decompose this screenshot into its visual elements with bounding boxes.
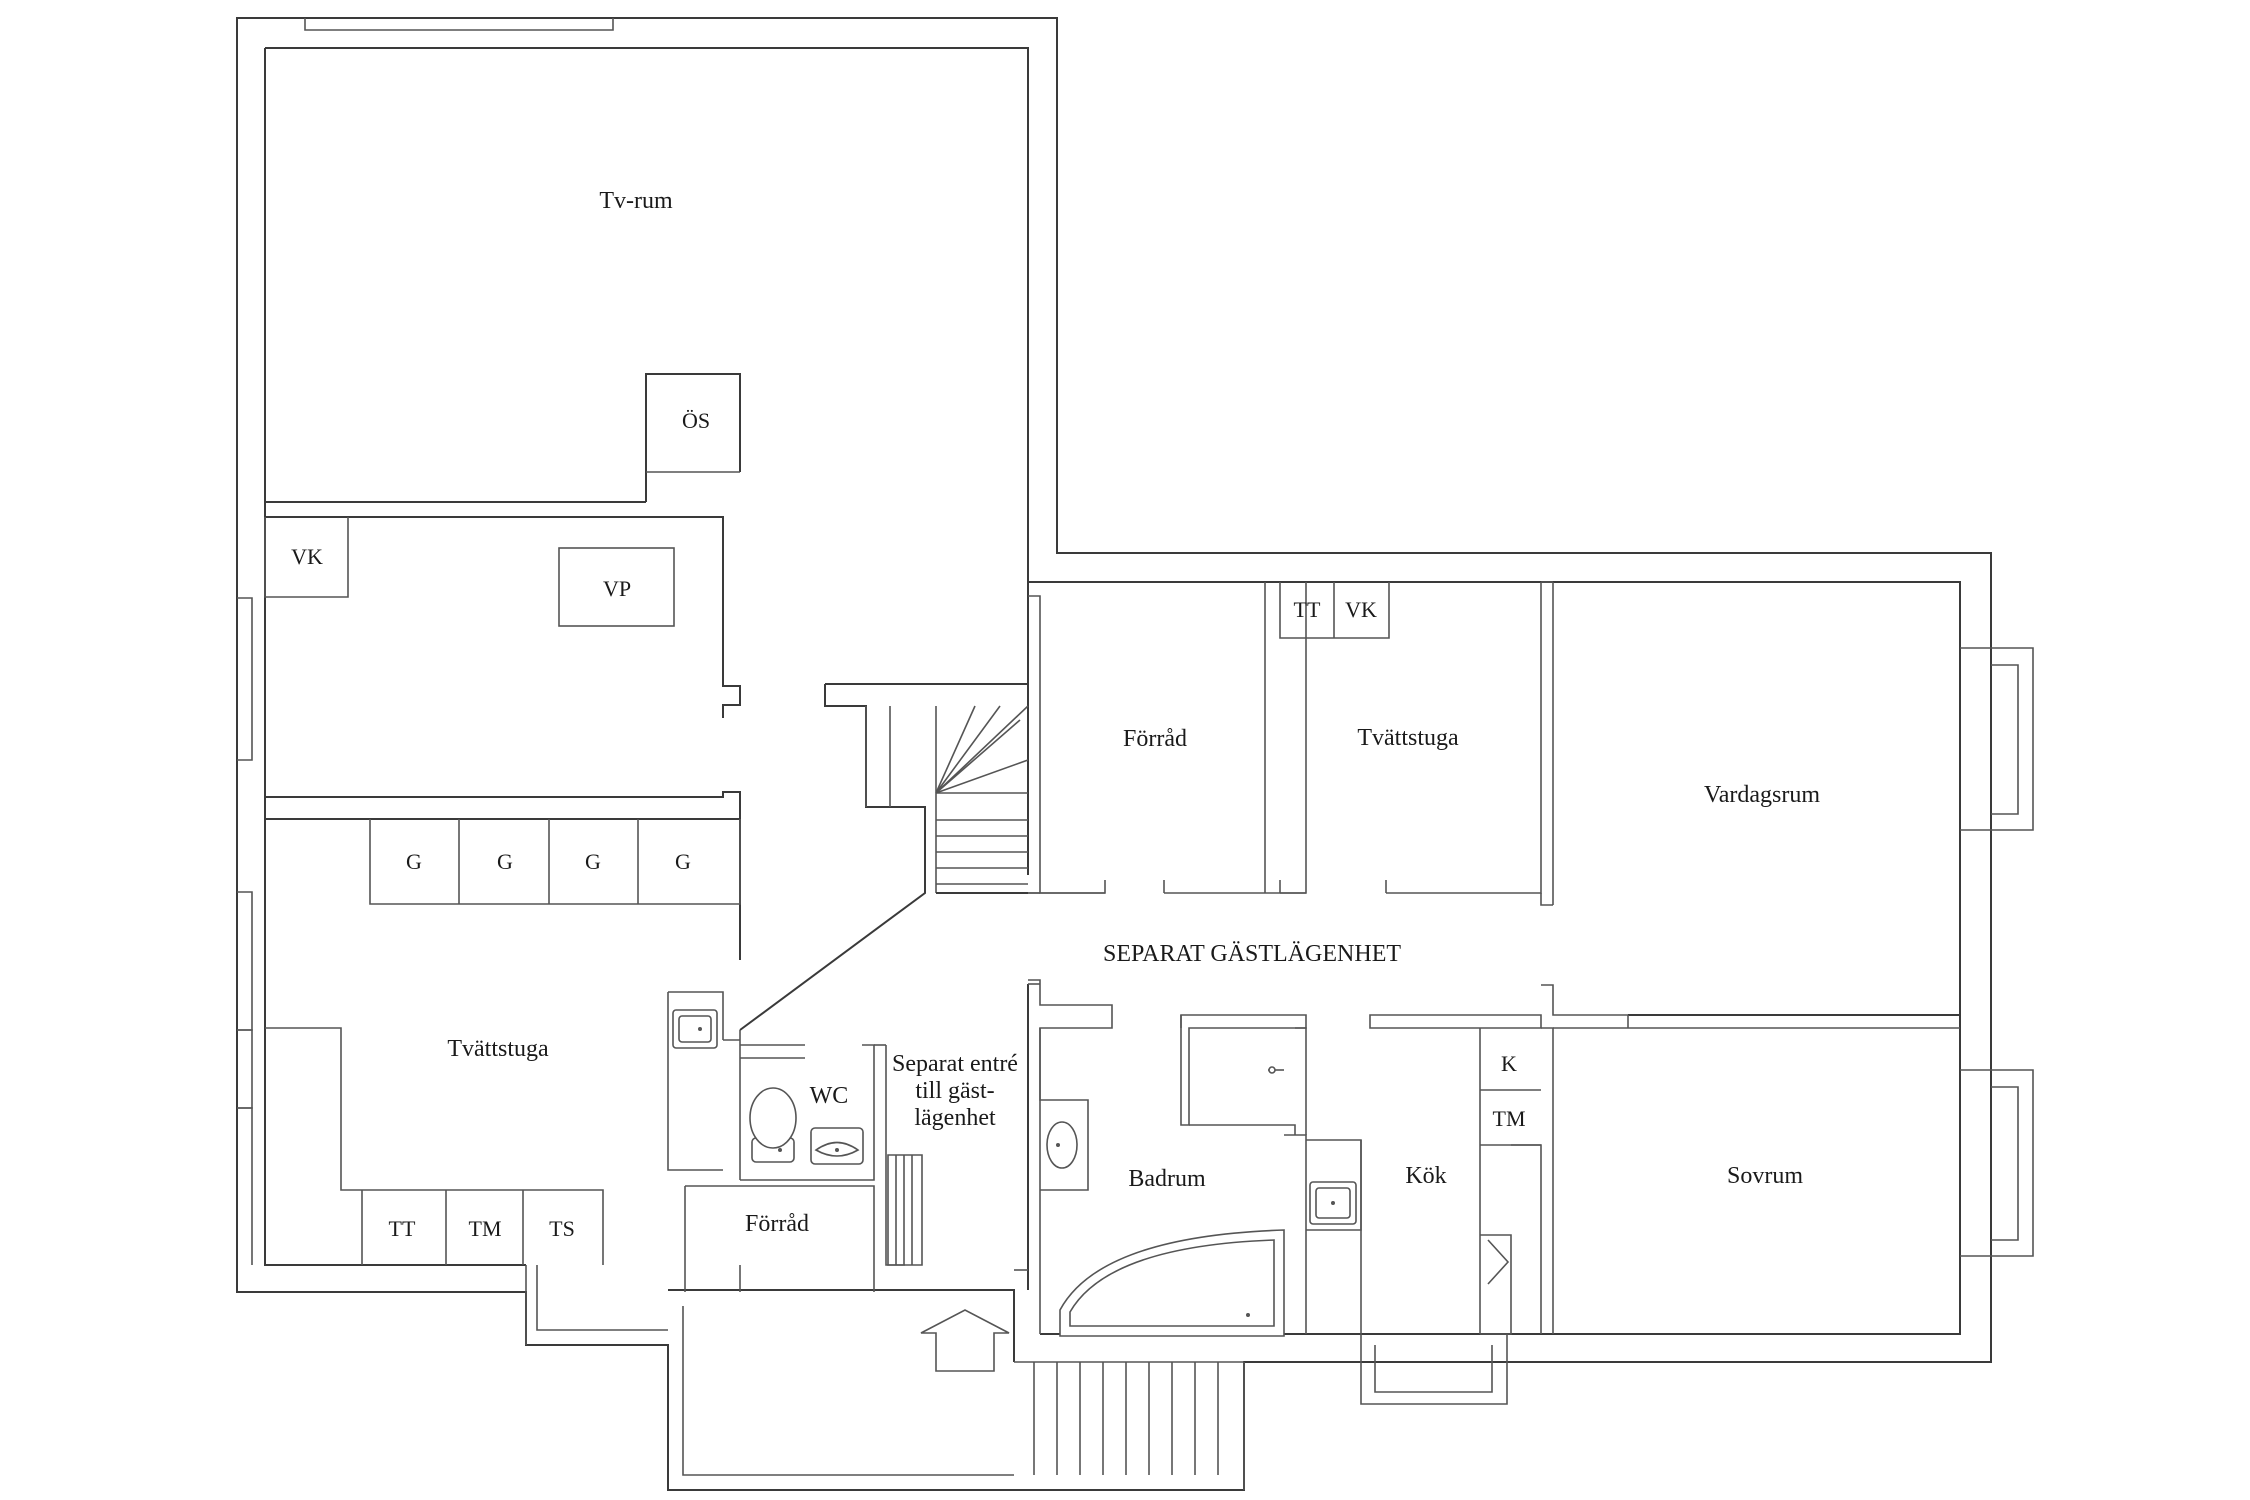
- outer-walls: [236, 17, 2034, 1491]
- room-label-separat-entre-2: till gäst-: [915, 1078, 994, 1104]
- entrance-arrow-icon: [920, 1309, 1010, 1372]
- room-label-os: ÖS: [682, 408, 710, 433]
- room-label-kok: Kök: [1405, 1163, 1446, 1189]
- vp-box: [558, 547, 675, 627]
- room-label-g3: G: [585, 849, 601, 874]
- room-label-vk-right: VK: [1345, 597, 1377, 622]
- room-label-wc: WC: [810, 1083, 849, 1109]
- room-label-forrad-top: Förråd: [1123, 726, 1187, 752]
- shower-icon: [1268, 1066, 1284, 1074]
- room-labels: Tv-rum ÖS VK VP G G G G Tvättstuga TT TM…: [291, 188, 1820, 1241]
- room-label-tm-kitchen: TM: [1493, 1106, 1526, 1131]
- fixtures: [558, 547, 1357, 1372]
- room-label-tvattstuga-right: Tvättstuga: [1357, 725, 1459, 751]
- room-label-tm-left: TM: [469, 1216, 502, 1241]
- wc-sink-icon: [810, 1127, 864, 1165]
- room-label-vk-left: VK: [291, 544, 323, 569]
- room-label-tv-rum: Tv-rum: [599, 188, 673, 214]
- room-label-tt-right: TT: [1294, 597, 1321, 622]
- room-label-separat-entre-3: lägenhet: [914, 1105, 996, 1131]
- room-label-forrad-bottom: Förråd: [745, 1211, 809, 1237]
- room-label-separat-gastlagenhet: SEPARAT GÄSTLÄGENHET: [1103, 941, 1401, 967]
- room-label-separat-entre-1: Separat entré: [892, 1051, 1018, 1077]
- utility-sink-icon: [672, 1009, 718, 1049]
- kitchen-sink-icon: [1309, 1181, 1357, 1225]
- room-label-g4: G: [675, 849, 691, 874]
- interior-walls: [264, 373, 1960, 1475]
- room-label-vp: VP: [603, 576, 631, 601]
- bathtub-icon: [1059, 1229, 1285, 1337]
- toilet-icon: [749, 1087, 797, 1163]
- room-label-g1: G: [406, 849, 422, 874]
- room-label-vardagsrum: Vardagsrum: [1704, 782, 1820, 808]
- room-label-g2: G: [497, 849, 513, 874]
- bathroom-sink-icon: [1046, 1121, 1078, 1169]
- room-label-sovrum: Sovrum: [1727, 1163, 1803, 1189]
- room-label-ts-left: TS: [549, 1216, 575, 1241]
- room-label-tvattstuga-left: Tvättstuga: [447, 1036, 549, 1062]
- room-label-k: K: [1501, 1051, 1517, 1076]
- room-label-tt-left: TT: [389, 1216, 416, 1241]
- room-label-badrum: Badrum: [1128, 1166, 1206, 1192]
